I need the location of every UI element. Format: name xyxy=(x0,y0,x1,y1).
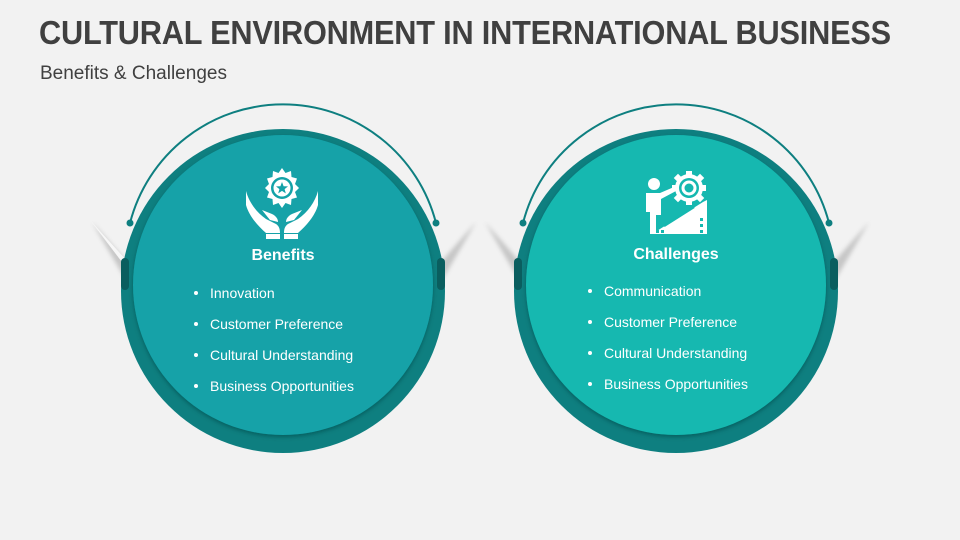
left-flap-shadow xyxy=(92,222,127,282)
list-item: Customer Preference xyxy=(588,313,748,344)
list-item: Business Opportunities xyxy=(588,375,748,406)
page-title: CULTURAL ENVIRONMENT IN INTERNATIONAL BU… xyxy=(39,14,891,51)
benefits-circle xyxy=(90,103,476,453)
list-item: Innovation xyxy=(194,284,354,315)
inner-circle xyxy=(133,135,433,435)
challenges-heading: Challenges xyxy=(633,246,719,263)
challenges-circle xyxy=(485,103,869,453)
list-item: Communication xyxy=(588,282,748,313)
benefits-list: Innovation Customer Preference Cultural … xyxy=(194,284,354,408)
list-item: Business Opportunities xyxy=(194,377,354,408)
benefits-heading: Benefits xyxy=(251,247,315,264)
list-item: Cultural Understanding xyxy=(588,344,748,375)
challenges-list: Communication Customer Preference Cultur… xyxy=(588,282,748,406)
right-flap-shadow xyxy=(441,222,476,282)
top-arc xyxy=(129,103,437,224)
list-item: Customer Preference xyxy=(194,315,354,346)
inner-circle xyxy=(526,135,826,435)
top-arc xyxy=(522,103,830,224)
list-item: Cultural Understanding xyxy=(194,346,354,377)
page-subtitle: Benefits & Challenges xyxy=(40,63,227,84)
hands-holding-award-icon xyxy=(246,168,318,239)
